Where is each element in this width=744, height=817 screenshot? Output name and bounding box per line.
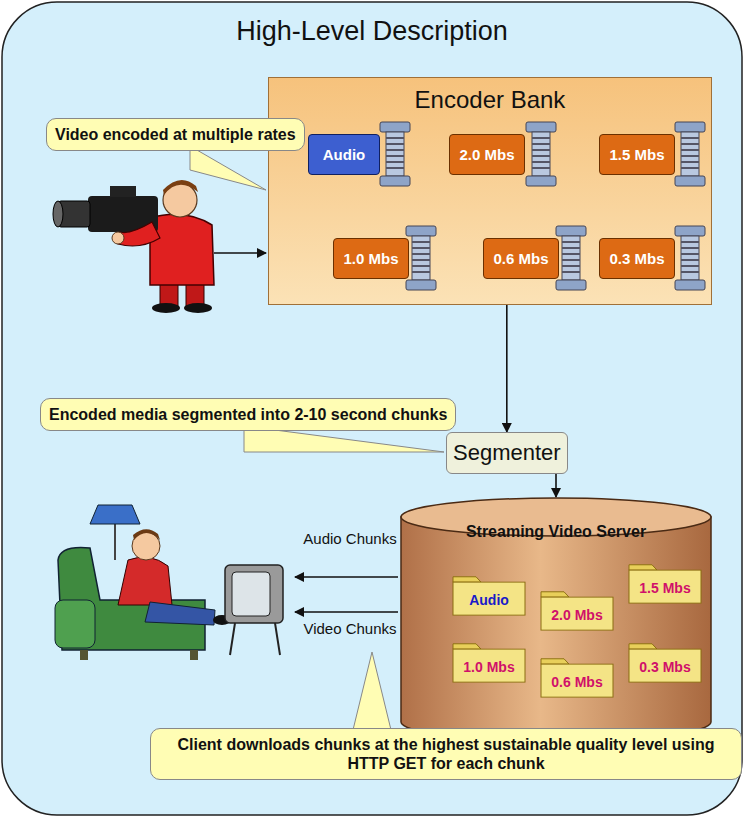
- flow-label: Audio Chunks: [300, 530, 400, 549]
- node-text: Encoder Bank: [269, 86, 711, 114]
- media-folder: 1.0 Mbs: [452, 642, 526, 683]
- node-text: Audio: [315, 146, 373, 163]
- node-text: Encoded media segmented into 2-10 second…: [49, 405, 447, 424]
- media-folder: Audio: [452, 575, 526, 616]
- callout-tail: [190, 146, 266, 190]
- node-text: 2.0 Mbs: [456, 146, 518, 163]
- node-text: 1.0 Mbs: [340, 250, 402, 267]
- flow-arrow: [506, 305, 508, 432]
- rate-encoder: 1.5 Mbs: [599, 134, 675, 175]
- callout-tail: [352, 652, 392, 734]
- node-text: Streaming Video Server: [400, 523, 712, 541]
- audio-chunk-arrow: [295, 576, 398, 578]
- server-cylinder: Streaming Video ServerAudio 2.0 Mbs 1.5 Mb…: [400, 497, 712, 742]
- rate-encoder: 0.6 Mbs: [483, 238, 559, 279]
- node-text: 0.3 Mbs: [606, 250, 668, 267]
- node-text: 0.3 Mbs: [632, 659, 698, 675]
- flow-label: Video Chunks: [300, 620, 400, 639]
- node-text: 1.0 Mbs: [456, 659, 522, 675]
- node-text: Segmenter: [453, 440, 561, 466]
- rate-encoder: 0.3 Mbs: [599, 238, 675, 279]
- video-chunk-arrow: [295, 611, 398, 613]
- segmenter-box: Segmenter: [446, 432, 568, 474]
- node-text: 0.6 Mbs: [490, 250, 552, 267]
- tv-viewer: [55, 505, 283, 660]
- encoder-bank: Encoder BankAudio 2.0 Mbs 1.5 Mbs 1.0 Mbs 0.…: [268, 77, 712, 305]
- node-text: 2.0 Mbs: [544, 607, 610, 623]
- flow-arrow: [555, 474, 557, 497]
- callout-note: Client downloads chunks at the highest s…: [150, 728, 742, 780]
- rate-encoder: 1.0 Mbs: [333, 238, 409, 279]
- node-text: Audio: [456, 592, 522, 608]
- media-folder: 1.5 Mbs: [628, 563, 702, 604]
- node-text: Video encoded at multiple rates: [55, 125, 296, 144]
- node-text: 1.5 Mbs: [632, 580, 698, 596]
- media-folder: 0.6 Mbs: [540, 657, 614, 698]
- panel-title: High-Level Description: [2, 16, 742, 47]
- rate-encoder: 2.0 Mbs: [449, 134, 525, 175]
- media-folder: 0.3 Mbs: [628, 642, 702, 683]
- callout-note: Encoded media segmented into 2-10 second…: [40, 398, 456, 431]
- node-text: Client downloads chunks at the highest s…: [159, 735, 733, 773]
- camera-man: [53, 180, 266, 313]
- node-text: 0.6 Mbs: [544, 674, 610, 690]
- node-text: 1.5 Mbs: [606, 146, 668, 163]
- media-folder: 2.0 Mbs: [540, 590, 614, 631]
- audio-encoder: Audio: [308, 134, 380, 175]
- callout-note: Video encoded at multiple rates: [46, 118, 305, 151]
